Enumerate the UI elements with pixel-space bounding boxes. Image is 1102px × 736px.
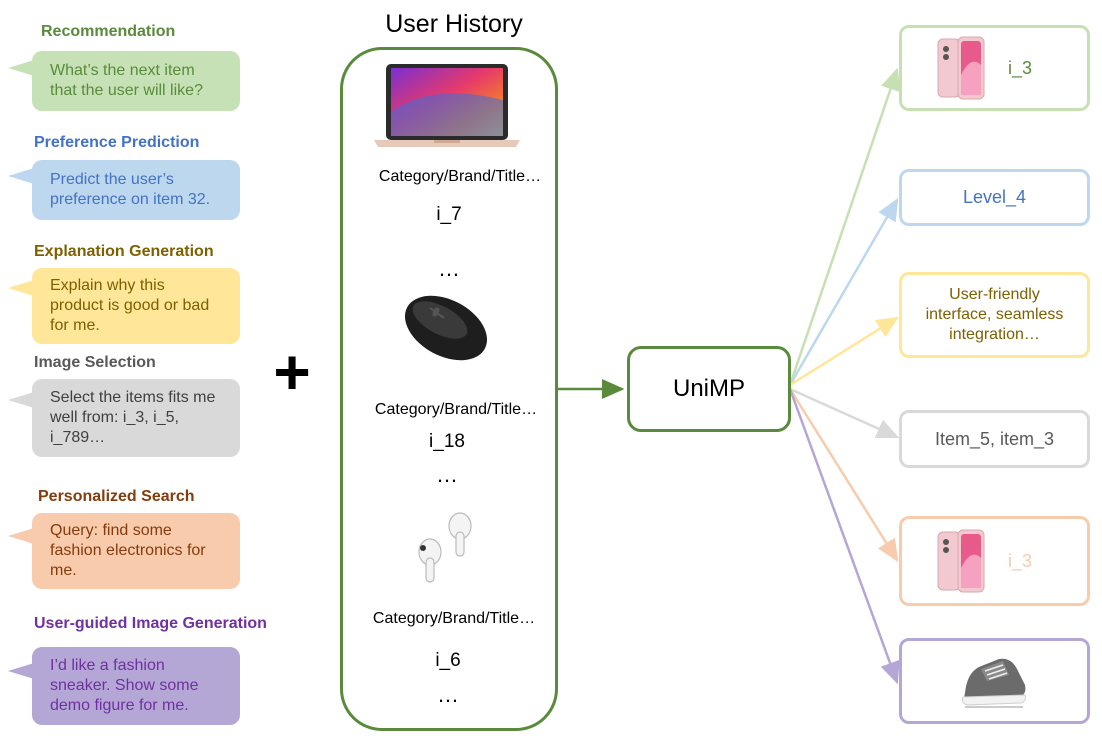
output-arrow-preference bbox=[788, 197, 899, 386]
output-search: i_3 bbox=[899, 516, 1090, 606]
task-title: Personalized Search bbox=[38, 488, 195, 505]
output-preference: Level_4 bbox=[899, 169, 1090, 226]
prompt-bubble: Explain why this product is good or bad … bbox=[32, 268, 240, 344]
history-title: User History bbox=[385, 10, 523, 38]
history-ellipsis: … bbox=[437, 682, 459, 707]
task-title: Explanation Generation bbox=[34, 243, 214, 260]
prompt-text: Query: find some fashion electronics for… bbox=[50, 522, 206, 579]
history-ellipsis: … bbox=[436, 462, 458, 487]
plus-sign: + bbox=[273, 336, 311, 408]
prompt-text: Explain why this product is good or bad … bbox=[50, 277, 210, 334]
sneaker-icon bbox=[961, 658, 1026, 708]
mouse-icon bbox=[400, 290, 492, 369]
prompt-text: Select the items fits me well from: i_3,… bbox=[50, 389, 216, 446]
prompt-bubble: Query: find some fashion electronics for… bbox=[32, 513, 240, 589]
bubble-tail bbox=[8, 168, 34, 184]
output-image-selection: Item_5, item_3 bbox=[899, 410, 1090, 468]
output-arrow-image-gen bbox=[788, 388, 900, 685]
history-item-id: i_18 bbox=[429, 431, 465, 452]
output-text: Item_5, item_3 bbox=[934, 428, 1055, 449]
bubble-tail bbox=[8, 663, 34, 679]
prompt-text: Predict the user’s preference on item 32… bbox=[50, 171, 211, 208]
task-title: Preference Prediction bbox=[34, 134, 200, 151]
history-item-meta: Category/Brand/Title… bbox=[372, 610, 536, 627]
prompt-bubble: Predict the user’s preference on item 32… bbox=[32, 160, 240, 220]
earbuds-icon bbox=[410, 508, 480, 593]
laptop-icon bbox=[372, 62, 522, 155]
prompt-bubble: Select the items fits me well from: i_3,… bbox=[32, 379, 240, 457]
model-name: UniMP bbox=[672, 375, 745, 402]
output-text: i_3 bbox=[1008, 550, 1033, 571]
user-history-panel bbox=[340, 47, 558, 731]
output-arrow-search bbox=[788, 388, 899, 563]
history-ellipsis: … bbox=[438, 256, 460, 281]
output-text: User-friendly interface, seamless integr… bbox=[925, 286, 1064, 343]
output-arrow-recommendation bbox=[788, 67, 901, 386]
output-text: i_3 bbox=[1008, 57, 1033, 78]
task-title: Image Selection bbox=[34, 354, 156, 371]
history-item-meta: Category/Brand/Title… bbox=[374, 401, 538, 418]
phone-icon bbox=[937, 529, 985, 593]
prompt-text: I’d like a fashion sneaker. Show some de… bbox=[50, 657, 199, 714]
output-text: Level_4 bbox=[962, 187, 1027, 207]
history-item-id: i_7 bbox=[436, 204, 462, 225]
unimp-model-box: UniMP bbox=[627, 346, 791, 432]
history-item-id: i_6 bbox=[435, 650, 461, 671]
output-arrow-selection bbox=[789, 387, 900, 439]
output-explanation: User-friendly interface, seamless integr… bbox=[899, 272, 1090, 358]
history-item-meta: Category/Brand/Title… bbox=[378, 168, 542, 185]
phone-icon bbox=[937, 36, 985, 100]
bubble-tail bbox=[8, 280, 34, 296]
prompt-bubble: What’s the next item that the user will … bbox=[32, 51, 240, 111]
task-title: User-guided Image Generation bbox=[34, 615, 267, 632]
output-recommendation: i_3 bbox=[899, 25, 1090, 111]
bubble-tail bbox=[8, 392, 34, 408]
task-title: Recommendation bbox=[41, 23, 176, 40]
bubble-tail bbox=[8, 60, 34, 76]
output-arrow-explanation bbox=[789, 316, 900, 387]
bubble-tail bbox=[8, 528, 34, 544]
prompt-text: What’s the next item that the user will … bbox=[50, 62, 203, 99]
prompt-bubble: I’d like a fashion sneaker. Show some de… bbox=[32, 647, 240, 725]
output-image-generation bbox=[899, 638, 1090, 724]
